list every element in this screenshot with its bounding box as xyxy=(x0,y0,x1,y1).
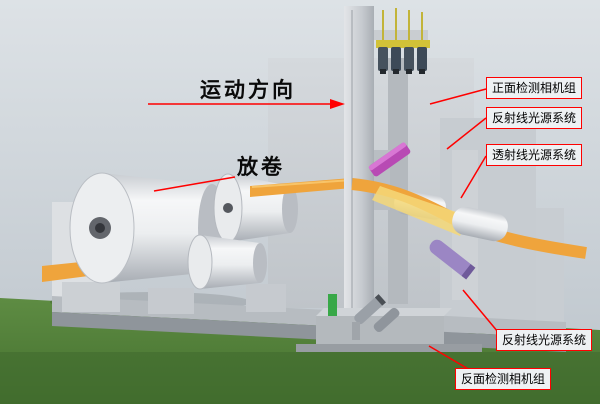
reflective-light-bottom-unit xyxy=(429,239,476,280)
unwind-pointer-line xyxy=(153,176,236,192)
callout-front-camera-group: 正面检测相机组 xyxy=(486,77,583,100)
callout-back-camera-group: 反面检测相机组 xyxy=(455,368,552,391)
leader-reflective-top xyxy=(446,117,487,150)
inspection-roller-right xyxy=(452,206,508,242)
film-web-right xyxy=(351,178,587,259)
bottom-camera-assembly xyxy=(316,294,452,344)
annotations xyxy=(148,88,499,371)
leader-transmissive xyxy=(460,155,487,199)
label-motion-direction: 运动方向 xyxy=(200,79,296,102)
film-web-main xyxy=(250,178,353,197)
unwind-roll-large xyxy=(69,172,226,284)
label-unwind: 放卷 xyxy=(237,156,285,179)
callout-reflective-light-top: 反射线光源系统 xyxy=(486,107,583,130)
leader-back-camera xyxy=(428,345,471,371)
top-camera-array xyxy=(376,8,430,74)
reflective-light-top xyxy=(368,142,411,177)
unwind-roll-small xyxy=(187,234,267,290)
leader-front-camera xyxy=(429,88,487,105)
callout-transmissive-light: 透射线光源系统 xyxy=(486,144,583,167)
callout-reflective-light-bottom: 反射线光源系统 xyxy=(496,329,593,352)
motion-arrow-head xyxy=(330,99,345,109)
leader-reflective-bottom xyxy=(462,289,499,333)
